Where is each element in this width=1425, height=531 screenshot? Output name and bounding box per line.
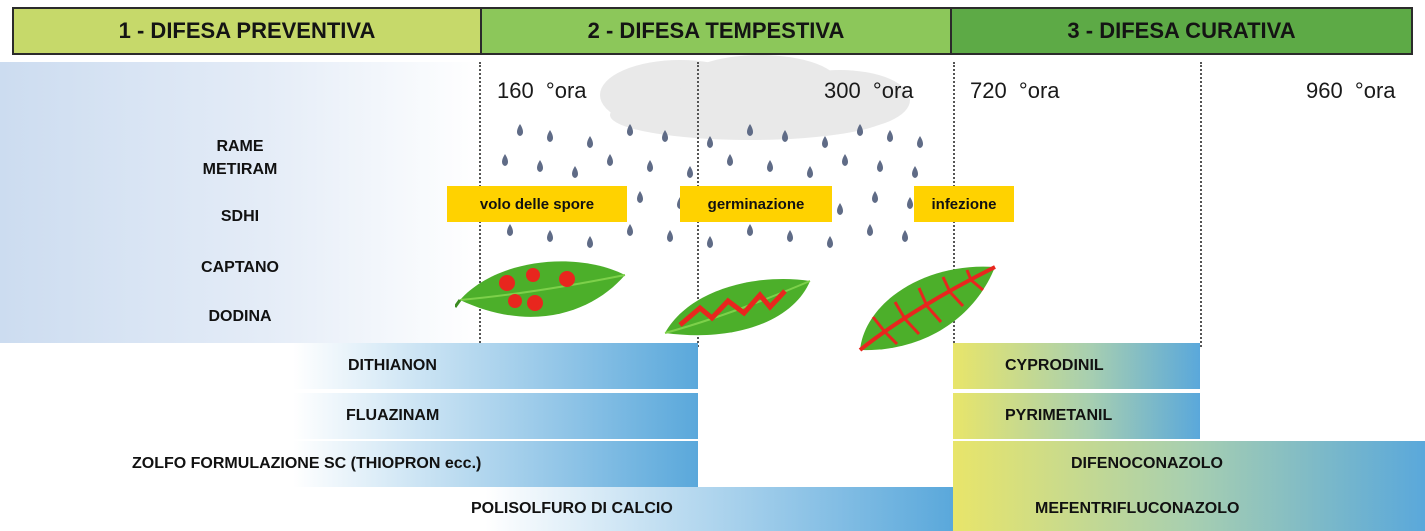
rain-drop: [667, 230, 673, 242]
bar-zolfo-label: ZOLFO FORMULAZIONE SC (THIOPRON ecc.): [132, 455, 482, 472]
leaf-infection-icon: [858, 265, 996, 352]
rain-cloud: [600, 55, 910, 140]
rain-drop: [502, 154, 508, 166]
rain-drop: [747, 124, 753, 136]
rain-drop: [807, 166, 813, 178]
rain-drop: [867, 224, 873, 236]
rain-drop: [872, 191, 878, 203]
bar-zolfo: ZOLFO FORMULAZIONE SC (THIOPRON ecc.): [0, 441, 698, 487]
bar-mefentrifluconazolo-label: MEFENTRIFLUCONAZOLO: [1035, 500, 1240, 517]
rain-drop: [877, 160, 883, 172]
bar-fluazinam: FLUAZINAM: [0, 393, 698, 439]
rain-drop: [912, 166, 918, 178]
bar-difenoconazolo: DIFENOCONAZOLO: [953, 441, 1425, 487]
rain-drop: [767, 160, 773, 172]
rain-drop: [857, 124, 863, 136]
rain-drop: [842, 154, 848, 166]
leaf-germination-icon: [664, 278, 811, 336]
rain-drop: [537, 160, 543, 172]
rain-drop: [587, 236, 593, 248]
rain-drop: [782, 130, 788, 142]
stage-germination: germinazione: [680, 186, 832, 222]
bar-cyprodinil-label: CYPRODINIL: [1005, 357, 1104, 374]
rain-drop: [837, 203, 843, 215]
stage-infection: infezione: [914, 186, 1014, 222]
rain-drop: [637, 191, 643, 203]
phase-header-curative: 3 - DIFESA CURATIVA: [950, 7, 1413, 55]
rain-drop: [517, 124, 523, 136]
rain-drop: [787, 230, 793, 242]
divider-960: [1200, 62, 1202, 347]
rain-drop: [827, 236, 833, 248]
rain-drop: [587, 136, 593, 148]
hour-300: 300 °ora: [824, 78, 914, 103]
bar-pyrimetanil-label: PYRIMETANIL: [1005, 407, 1113, 424]
phase-header-timely: 2 - DIFESA TEMPESTIVA: [480, 7, 952, 55]
rain-drop: [687, 166, 693, 178]
stage-spore-flight: volo delle spore: [447, 186, 627, 222]
hour-720: 720 °ora: [970, 78, 1060, 103]
rain-drop: [902, 230, 908, 242]
bar-dithianon-label: DITHIANON: [348, 357, 437, 374]
rain-drop: [507, 224, 513, 236]
rain-drop: [662, 130, 668, 142]
rain-drop: [547, 130, 553, 142]
rain-drop: [707, 136, 713, 148]
bar-polisolfuro-label: POLISOLFURO DI CALCIO: [471, 500, 673, 517]
bar-cyprodinil: CYPRODINIL: [953, 343, 1200, 389]
rain-drop: [647, 160, 653, 172]
rain-drop: [822, 136, 828, 148]
rain-drop: [707, 236, 713, 248]
rain-drop: [887, 130, 893, 142]
leaf-spores-icon: [455, 261, 626, 317]
rain-drop: [727, 154, 733, 166]
hour-160: 160 °ora: [497, 78, 587, 103]
rain-drop: [917, 136, 923, 148]
product-rame: RAME: [216, 138, 264, 155]
hour-960: 960 °ora: [1306, 78, 1396, 103]
preventive-region: [0, 62, 480, 347]
bar-polisolfuro: POLISOLFURO DI CALCIO: [285, 487, 953, 531]
phase-header-preventive: 1 - DIFESA PREVENTIVA: [12, 7, 482, 55]
rain-drop: [547, 230, 553, 242]
product-sdhi: SDHI: [220, 208, 260, 225]
product-metiram: METIRAM: [202, 161, 278, 178]
bar-dithianon: DITHIANON: [0, 343, 698, 389]
rain-drop: [607, 154, 613, 166]
rain-drop: [572, 166, 578, 178]
bar-fluazinam-label: FLUAZINAM: [346, 407, 440, 424]
rain-drop: [747, 224, 753, 236]
bar-difenoconazolo-label: DIFENOCONAZOLO: [1071, 455, 1223, 472]
rain-drop: [627, 124, 633, 136]
product-captano: CAPTANO: [201, 259, 279, 276]
bar-pyrimetanil: PYRIMETANIL: [953, 393, 1200, 439]
rain-drop: [907, 197, 913, 209]
product-dodina: DODINA: [208, 308, 272, 325]
rain-drop: [627, 224, 633, 236]
bar-mefentrifluconazolo: MEFENTRIFLUCONAZOLO: [953, 487, 1425, 531]
